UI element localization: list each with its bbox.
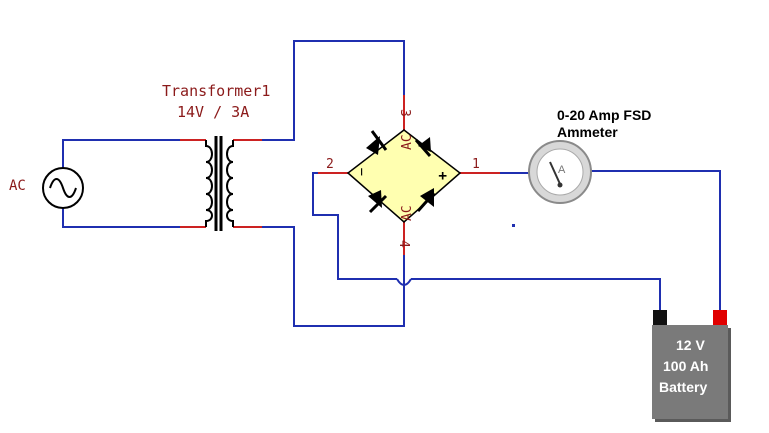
battery-capacity: 100 Ah xyxy=(663,358,708,374)
ammeter-caption-line1: 0-20 Amp FSD xyxy=(557,107,651,123)
wire-negative-cont xyxy=(411,278,661,310)
transformer-rating: 14V / 3A xyxy=(177,103,249,121)
ammeter: 0-20 Amp FSD Ammeter A xyxy=(528,107,651,204)
battery-positive-terminal xyxy=(713,310,727,325)
battery-name: Battery xyxy=(659,379,707,395)
bridge-minus-label: − xyxy=(354,168,370,176)
ammeter-pivot xyxy=(557,182,563,188)
bridge-ac-top-label: AC xyxy=(400,134,415,150)
wire-ac-bottom xyxy=(62,207,180,228)
diode-top-right xyxy=(414,137,432,157)
diode-bottom-left xyxy=(368,190,388,214)
primary-coil xyxy=(205,140,213,227)
pin-1-label: 1 xyxy=(472,157,480,172)
ammeter-caption-line2: Ammeter xyxy=(557,124,618,140)
transformer-name: Transformer1 xyxy=(162,82,270,100)
wire-sec-top xyxy=(262,40,405,141)
bridge-plus-label: + xyxy=(435,172,451,180)
sine-wave xyxy=(49,178,77,198)
battery: 12 V 100 Ah Battery xyxy=(652,310,731,422)
pin-2-label: 2 xyxy=(326,157,334,172)
stray-dot xyxy=(512,224,515,227)
pin-3-label: 3 xyxy=(397,109,412,117)
ac-source: AC xyxy=(9,167,84,209)
battery-voltage: 12 V xyxy=(676,337,705,353)
wire-ammeter-battery xyxy=(590,170,721,310)
ac-source-label: AC xyxy=(9,178,26,194)
wires xyxy=(62,40,721,327)
battery-negative-terminal xyxy=(653,310,667,325)
diode-top-left xyxy=(366,130,388,155)
wire-ac-top xyxy=(62,139,180,168)
diode-bottom-right xyxy=(416,188,436,212)
transformer: Transformer1 14V / 3A xyxy=(162,82,270,231)
bridge-rectifier: AC AC − + 3 4 2 1 xyxy=(326,109,480,248)
ammeter-dial-letter: A xyxy=(558,164,566,176)
ammeter-dial xyxy=(536,148,584,196)
bridge-ac-bottom-label: AC xyxy=(400,205,415,221)
pin-4-label: 4 xyxy=(396,240,411,248)
leads xyxy=(180,95,500,255)
wire-negative xyxy=(312,172,397,280)
secondary-coil xyxy=(226,140,234,227)
battery-body xyxy=(652,325,728,419)
wire-sec-bottom xyxy=(262,226,405,327)
ammeter-needle xyxy=(549,161,561,185)
wire-crossover-hop xyxy=(396,278,412,286)
